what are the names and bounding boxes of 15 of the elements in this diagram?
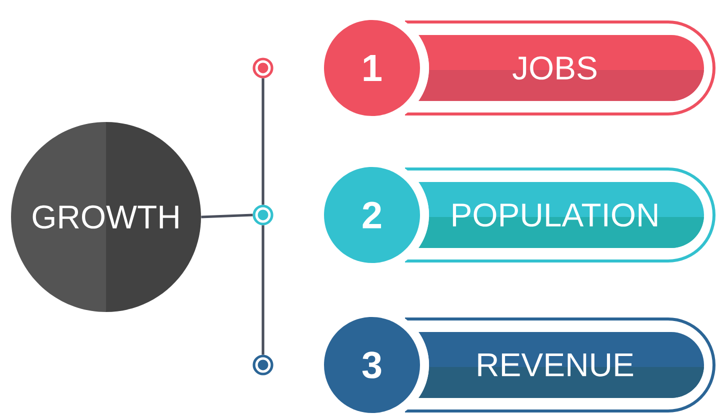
ring-dot	[252, 204, 274, 226]
label-pill: JOBS	[405, 20, 716, 116]
ring-dot	[252, 58, 274, 78]
node-label: 3	[362, 352, 382, 378]
connector-line	[262, 225, 264, 355]
connector-line	[201, 214, 253, 218]
label-pill: POPULATION	[405, 168, 716, 262]
node-label: JOBS	[512, 56, 596, 80]
node-label: REVENUE	[478, 354, 634, 376]
node-label: POPULATION	[452, 203, 658, 227]
node-label: 2	[362, 202, 382, 228]
label-pill: REVENUE	[405, 318, 716, 412]
connector-line	[262, 78, 264, 205]
node-label: 1	[364, 54, 382, 82]
ring-dot	[252, 354, 274, 376]
